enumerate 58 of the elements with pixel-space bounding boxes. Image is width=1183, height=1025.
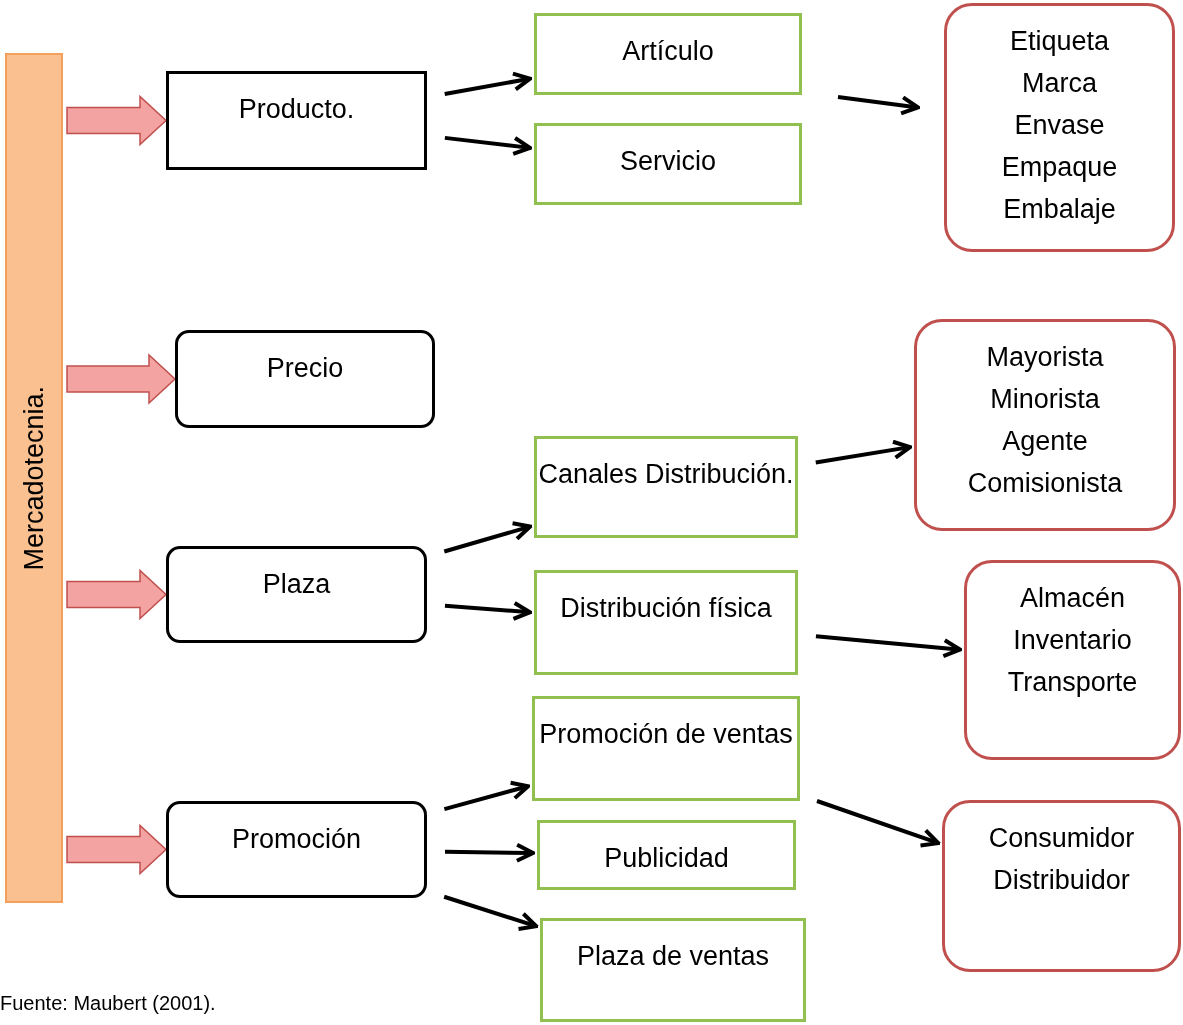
block-arrow	[66, 823, 168, 876]
box-label: Precio	[266, 352, 344, 385]
box-label: Comisionista	[967, 467, 1123, 500]
concept-box	[166, 546, 427, 643]
arrow	[837, 95, 920, 116]
box-label: Almacén	[1019, 582, 1125, 615]
arrow	[444, 135, 533, 156]
box-label: Publicidad	[604, 842, 729, 875]
block-arrow	[66, 353, 177, 405]
arrow	[443, 780, 531, 811]
box-label: Mayorista	[986, 341, 1104, 374]
box-label: Canales Distribución.	[538, 458, 794, 491]
box-label: Envase	[1014, 109, 1105, 142]
concept-box	[175, 330, 435, 428]
box-label: Marca	[1022, 67, 1097, 100]
block-arrow	[66, 94, 168, 147]
arrow	[444, 71, 533, 96]
concept-box	[534, 123, 802, 205]
concept-box	[944, 3, 1175, 252]
box-label: Plaza	[262, 568, 331, 601]
concept-box	[166, 71, 427, 170]
box-label: Mercadotecnia.	[18, 385, 50, 571]
vertical-bar	[5, 53, 63, 903]
box-label: Embalaje	[1003, 193, 1116, 226]
concept-box	[534, 13, 802, 95]
box-label: Promoción	[231, 823, 362, 856]
box-label: Transporte	[1007, 666, 1138, 699]
box-label: Promoción de ventas	[539, 718, 793, 751]
concept-box	[166, 801, 427, 898]
box-label: Producto.	[238, 93, 355, 126]
box-label: Plaza de ventas	[576, 940, 770, 973]
box-label: Inventario	[1013, 624, 1132, 657]
concept-box	[537, 820, 796, 890]
box-label: Empaque	[1001, 151, 1118, 184]
concept-box	[540, 918, 806, 1022]
box-label: Distribuidor	[993, 864, 1130, 897]
source-caption: Fuente: Maubert (2001).	[0, 991, 216, 1016]
box-label: Etiqueta	[1009, 25, 1110, 58]
block-arrow	[66, 568, 168, 621]
arrow	[815, 634, 962, 659]
arrow	[815, 439, 913, 465]
arrow	[443, 521, 533, 554]
arrow	[443, 894, 539, 931]
concept-box	[964, 560, 1181, 760]
box-label: Artículo	[622, 35, 714, 68]
box-label: Distribución física	[560, 592, 772, 625]
concept-box	[534, 570, 798, 675]
box-label: Minorista	[990, 383, 1100, 416]
box-label: Agente	[1002, 425, 1088, 458]
arrow	[444, 601, 532, 621]
concept-box	[914, 319, 1176, 531]
concept-box	[942, 800, 1181, 972]
arrow	[444, 842, 535, 863]
concept-box	[532, 696, 800, 801]
concept-box	[534, 436, 798, 538]
arrow	[816, 799, 941, 848]
box-label: Servicio	[620, 145, 716, 178]
box-label: Consumidor	[988, 822, 1135, 855]
